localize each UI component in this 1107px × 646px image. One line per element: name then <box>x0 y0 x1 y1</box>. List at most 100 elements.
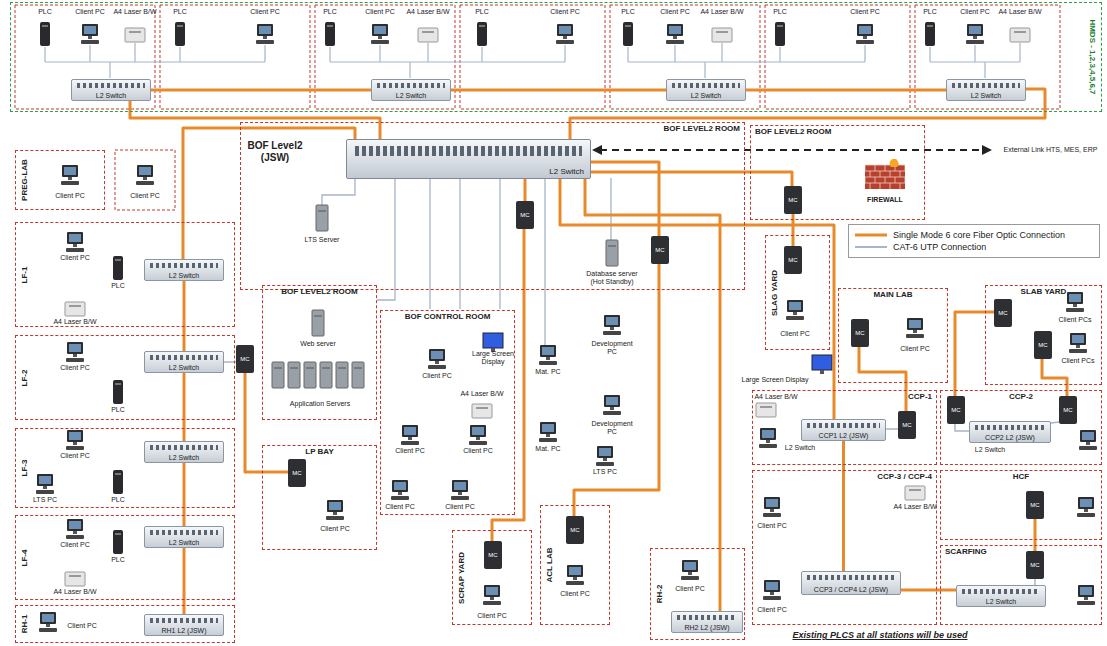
pc-stand <box>913 330 917 333</box>
pc-monitor <box>1070 333 1086 345</box>
device-label: L2 Switch <box>169 364 199 371</box>
device-label: L2 Switch <box>169 454 199 461</box>
pc-stand <box>435 361 439 364</box>
pc-keyboard <box>371 40 389 44</box>
utp-drop <box>89 45 90 62</box>
zone-title: SLAB YARD <box>986 287 1101 296</box>
device-label: LTS Server <box>305 236 340 244</box>
zone-box: LF-1L2 Switch <box>15 222 235 327</box>
device-label: A4 Laser B/W <box>754 393 797 401</box>
printer-slot <box>760 406 772 408</box>
pc-stand <box>263 36 267 39</box>
pc-stand <box>1086 442 1090 445</box>
media-converter: MC <box>236 345 254 373</box>
utp-drop <box>704 62 705 78</box>
display-stand <box>820 370 824 374</box>
fiber-connector <box>183 281 186 351</box>
pc-keyboard <box>61 181 79 185</box>
pc-stand <box>793 312 797 315</box>
device-label: Client PC <box>757 522 787 530</box>
server <box>320 362 332 388</box>
utp-line <box>322 178 355 205</box>
l2-switch: L2 Switch <box>144 441 224 463</box>
pc-monitor <box>67 342 83 354</box>
server-bay <box>354 368 362 369</box>
pc-screen <box>39 476 51 484</box>
pc-stand <box>88 36 92 39</box>
device-label: MC <box>788 197 797 203</box>
l2-switch: CCP3 / CCP4 L2 (JSW) <box>801 571 901 595</box>
brick-joint <box>895 177 896 183</box>
utp-bus-line <box>628 61 865 62</box>
utp-line <box>377 178 395 300</box>
printer-slot <box>129 31 141 33</box>
zone-title: BOF LEVEL2 ROOM <box>263 287 376 296</box>
device-label: A4 Laser B/W <box>53 588 96 596</box>
zone-title: HCF <box>941 472 1101 481</box>
printer <box>125 28 145 42</box>
printer <box>472 404 492 418</box>
plc-led <box>327 25 333 27</box>
pc-monitor <box>67 232 83 244</box>
utp-drop <box>481 47 482 62</box>
device-label: MC <box>520 212 529 218</box>
server-bay <box>314 316 322 317</box>
zone-box: BOF CONTROL ROOM <box>380 310 515 515</box>
legend-line <box>855 246 887 248</box>
pc-stand <box>563 36 567 39</box>
device-label: Client PC <box>960 8 990 16</box>
server-bay <box>290 368 298 369</box>
plc-unit <box>477 22 487 46</box>
pc-keyboard <box>39 628 57 632</box>
zone-box: BOF LEVEL2 ROOMFIREWALLMC <box>750 125 925 220</box>
utp-bus-line <box>45 61 265 62</box>
pc-monitor <box>557 24 573 36</box>
zone-title: LP BAY <box>263 447 376 456</box>
utp-connector <box>886 428 898 430</box>
fiber-connector <box>183 128 355 259</box>
large-display <box>483 333 503 348</box>
device-label: Client PC <box>660 8 690 16</box>
utp-drop <box>627 47 628 62</box>
pc-keyboard <box>1079 446 1097 450</box>
device-icons <box>36 22 1097 632</box>
dashed-link <box>600 149 983 151</box>
pc-stand <box>770 509 774 512</box>
device-label: Large Screen Display <box>742 376 809 384</box>
zone-box: LF-2L2 Switch <box>15 335 235 420</box>
device-label: MC <box>240 356 249 362</box>
zone-title: BOF CONTROL ROOM <box>381 312 514 321</box>
device-label: Client PC <box>850 8 880 16</box>
media-converter: MC <box>516 201 534 229</box>
utp-drop <box>44 47 45 62</box>
device-label: L2 Switch <box>986 598 1016 605</box>
legend-swatch <box>855 231 887 239</box>
utp-drop <box>329 47 330 62</box>
group-box <box>15 5 155 109</box>
brick-joint <box>900 183 901 189</box>
plc-led <box>115 533 121 535</box>
printer <box>418 28 438 42</box>
pc-stand <box>1084 509 1088 512</box>
pc-monitor <box>907 318 923 330</box>
server <box>336 362 348 388</box>
l2-switch: L2 Switch <box>371 79 451 101</box>
pc-keyboard <box>66 535 84 539</box>
utp-drop <box>564 45 565 62</box>
device-label: Client PC <box>250 8 280 16</box>
device-label: Client PC <box>550 8 580 16</box>
legend-box: Single Mode 6 core Fiber Optic Connectio… <box>848 224 1100 258</box>
zone-box: SCRAP YARDMC <box>452 530 532 625</box>
utp-drop <box>409 62 410 78</box>
pc-screen <box>1080 499 1092 507</box>
pc-monitor <box>667 24 683 36</box>
pc-stand <box>603 458 607 461</box>
utp-drop <box>109 62 110 78</box>
utp-drop <box>974 45 975 62</box>
fiber-connector <box>183 463 186 526</box>
device-label: Client PC <box>60 541 90 549</box>
device-label: L2 Switch <box>785 444 815 452</box>
device-label: A4 Laser B/W <box>893 503 936 511</box>
pc-monitor <box>787 300 803 312</box>
l2-switch: CCP1 L2 (JSW) <box>801 419 886 441</box>
